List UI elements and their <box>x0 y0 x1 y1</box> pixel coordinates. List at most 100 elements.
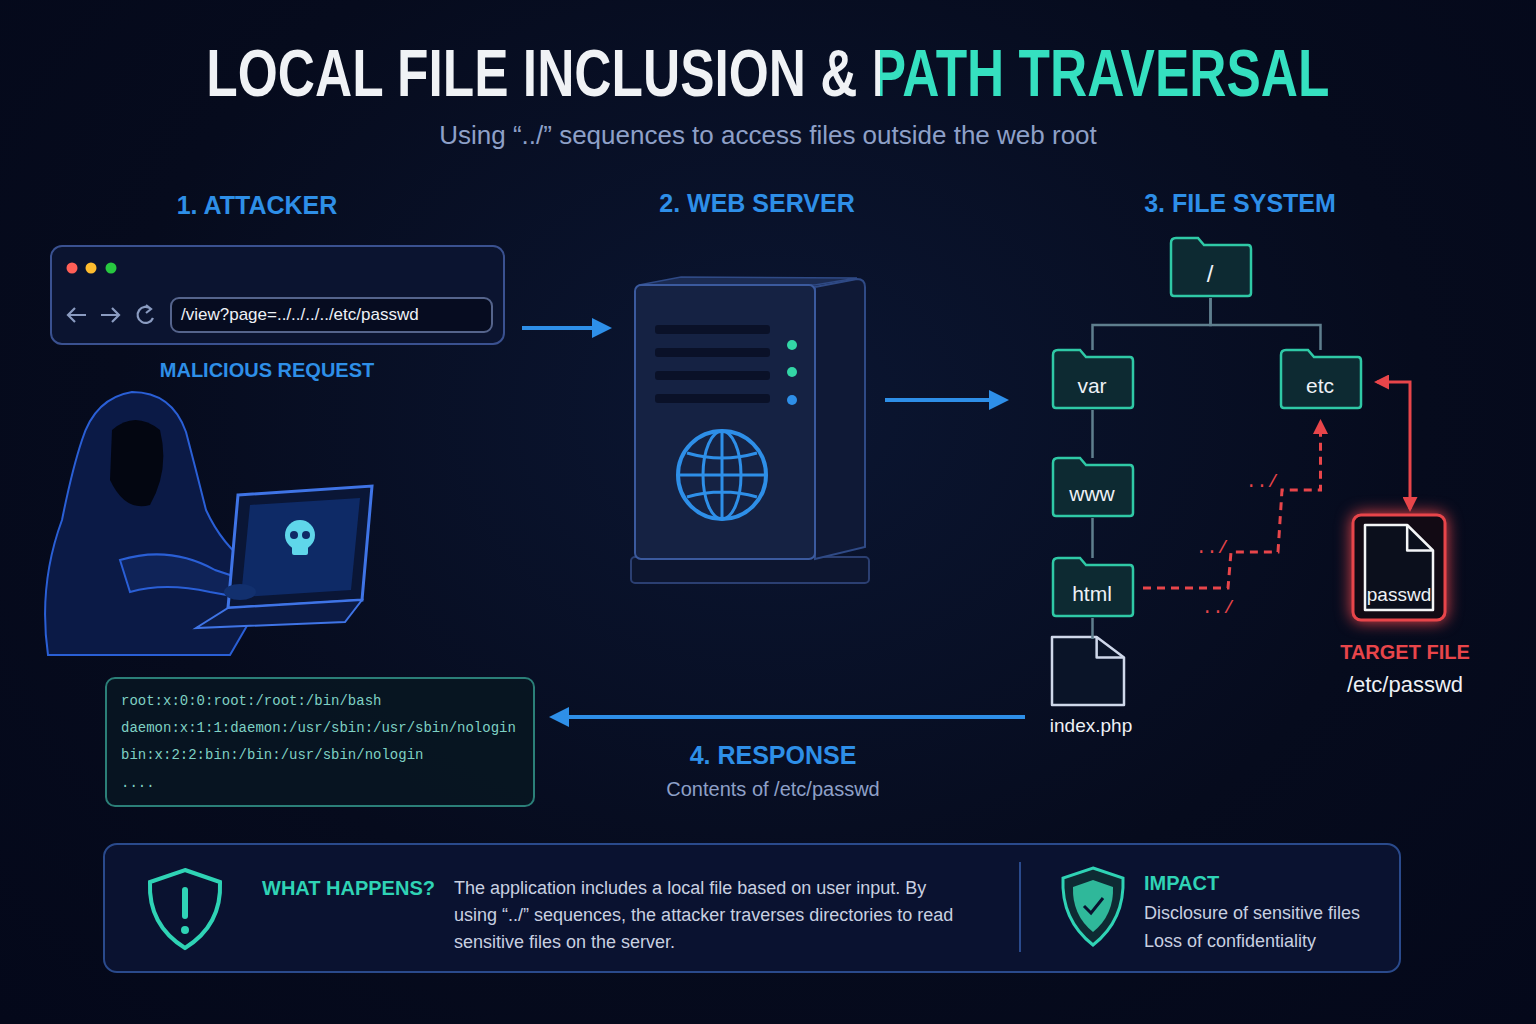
hand <box>224 584 256 600</box>
panel-divider <box>1019 862 1021 952</box>
ellipsis: .... <box>121 775 155 792</box>
folder-name: etc <box>1306 373 1334 398</box>
arm <box>120 554 260 600</box>
folder-name: html <box>1072 581 1112 606</box>
title-row: LOCAL FILE INCLUSION & PATH TRAVERSAL <box>0 30 1536 116</box>
file-name: passwd <box>1367 583 1431 606</box>
folder-icon <box>1053 350 1133 408</box>
globe-icon <box>678 431 766 519</box>
section-heading: 2. WEB SERVER <box>659 188 854 218</box>
impact-shield <box>1063 868 1123 945</box>
passwd-line: daemon:x:1:1:daemon:/usr/sbin:/usr/sbin/… <box>121 720 516 737</box>
target-tag: TARGET FILE <box>1340 640 1470 664</box>
server-top <box>639 277 857 285</box>
page-fold <box>1407 525 1433 551</box>
window-dot <box>106 263 117 274</box>
impact-shield-inner <box>1073 880 1113 932</box>
globe-grid <box>678 431 766 519</box>
back-icon <box>68 308 86 322</box>
diagram-caption: Using “../” sequences to access files ou… <box>0 118 1536 152</box>
request-arrow <box>522 326 608 330</box>
folder-name: / <box>1207 259 1214 288</box>
server-vent <box>655 348 770 357</box>
target-link <box>1377 382 1410 509</box>
server-side <box>815 279 865 559</box>
folder: www <box>1050 455 1135 518</box>
traversal-path <box>1143 422 1321 588</box>
reload-icon <box>138 305 153 323</box>
folder-name: var <box>1077 373 1106 398</box>
check-mark <box>1084 898 1103 913</box>
folder-icon <box>1053 558 1133 616</box>
window-dot <box>86 263 97 274</box>
target-glow <box>1353 515 1445 620</box>
server-vent <box>655 325 770 334</box>
hood-shadow <box>110 420 163 506</box>
status-light <box>787 340 797 350</box>
url-text: /view?page=../../../../etc/passwd <box>181 305 419 325</box>
skull-eye <box>290 531 298 539</box>
web-root-folder: html <box>1050 555 1135 618</box>
panel-body: The application includes a local file ba… <box>454 875 954 956</box>
hacker-illustration <box>45 392 372 655</box>
panel-heading: IMPACT <box>1144 871 1219 895</box>
skull-jaw <box>292 545 308 555</box>
root-folder: / <box>1168 235 1253 298</box>
folder: var <box>1050 347 1135 410</box>
laptop-base <box>196 600 362 628</box>
warning-shield <box>150 870 220 948</box>
server-front <box>635 285 815 559</box>
tree-branch <box>1091 410 1094 458</box>
traversal-step: ../ <box>1246 471 1278 493</box>
status-light <box>787 395 797 405</box>
request-caption: MALICIOUS REQUEST <box>160 358 374 382</box>
server-base <box>631 557 869 583</box>
passwd-line: bin:x:2:2:bin:/bin:/usr/sbin/nologin <box>121 747 423 764</box>
impact-item: Loss of confidentiality <box>1144 930 1316 952</box>
folder-name: www <box>1069 481 1115 506</box>
exclamation-bar <box>182 887 188 919</box>
file-icon <box>1052 637 1124 705</box>
tree-branch <box>1093 298 1211 350</box>
folder-icon <box>1171 238 1251 296</box>
server-vent <box>655 371 770 380</box>
diagram-title: LOCAL FILE INCLUSION & PATH TRAVERSAL <box>206 30 1329 116</box>
tree-branch <box>1211 298 1321 350</box>
web-server: 2. WEB SERVER <box>635 275 865 585</box>
skull <box>285 520 315 550</box>
traversal-step: ../ <box>1202 597 1234 619</box>
file-icon <box>1365 525 1433 610</box>
folder-icon <box>1281 350 1361 408</box>
forward-icon <box>101 308 119 322</box>
response-box: root:x:0:0:root:/root:/bin/bashdaemon:x:… <box>105 677 535 807</box>
forward-arrow <box>885 398 1005 402</box>
skull-eye <box>302 531 310 539</box>
response-note: Contents of /etc/passwd <box>666 777 879 801</box>
folder: etc <box>1278 347 1363 410</box>
url-bar: /view?page=../../../../etc/passwd <box>170 297 493 333</box>
tree-branch <box>1091 518 1094 558</box>
section-heading: 1. ATTACKER <box>177 190 338 220</box>
traversal-step: ../ <box>1196 537 1228 559</box>
node-shape <box>635 275 865 585</box>
file-name: index.php <box>1050 714 1132 737</box>
response-arrow <box>553 715 1025 719</box>
script-file: index.php <box>1030 637 1150 737</box>
browser-window: /view?page=../../../../etc/passwd1. ATTA… <box>50 245 505 345</box>
status-light <box>787 367 797 377</box>
impact-item: Disclosure of sensitive files <box>1144 902 1360 924</box>
page-fold <box>1097 637 1124 657</box>
window-dot <box>67 263 78 274</box>
file-path: /etc/passwd <box>1347 672 1463 698</box>
laptop-screen <box>228 486 372 608</box>
server-vent <box>655 394 770 403</box>
folder-icon <box>1053 458 1133 516</box>
target-file: passwdTARGET FILE/etc/passwd <box>1330 515 1485 700</box>
panel-heading: WHAT HAPPENS? <box>262 876 435 900</box>
section-heading: 3. FILE SYSTEM <box>1144 188 1336 218</box>
exclamation-dot <box>181 926 189 934</box>
